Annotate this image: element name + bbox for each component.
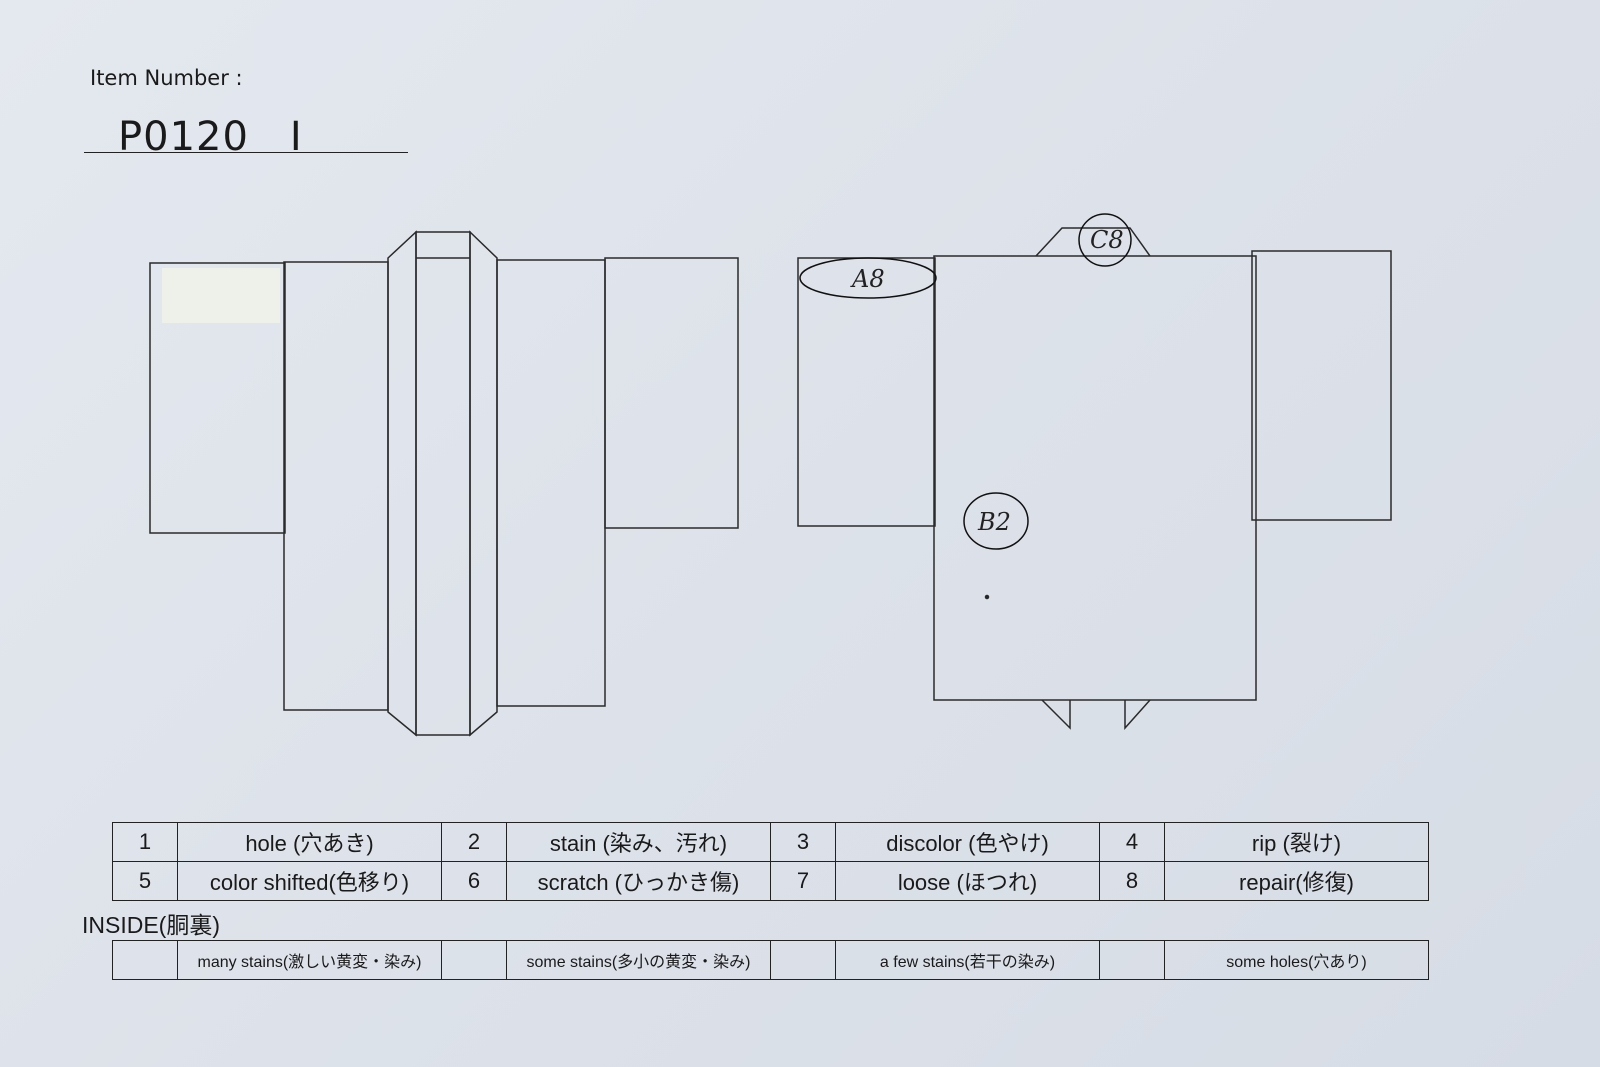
back-hem-right-tab — [1124, 699, 1151, 730]
paper-patch — [162, 268, 280, 323]
item-number-underline — [84, 152, 408, 153]
legend-row: 5 color shifted(色移り) 6 scratch (ひっかき傷) 7… — [112, 861, 1429, 901]
legend-desc: stain (染み、汚れ) — [506, 822, 771, 862]
front-right-sleeve — [604, 257, 739, 529]
front-left-collar — [387, 230, 417, 737]
inside-row: many stains(激しい黄変・染み) some stains(多小の黄変・… — [112, 940, 1429, 980]
legend-code: 7 — [770, 861, 836, 901]
legend-code: 3 — [770, 822, 836, 862]
legend-desc: repair(修復) — [1164, 861, 1429, 901]
legend-code: 4 — [1099, 822, 1165, 862]
front-view — [149, 230, 739, 737]
inside-checkbox[interactable] — [1099, 940, 1165, 980]
annotation-c8: C8 — [1090, 226, 1124, 254]
legend-code: 8 — [1099, 861, 1165, 901]
handwritten-annotations: A8 C8 B2 — [799, 213, 1132, 550]
inside-option: some stains(多小の黄変・染み) — [506, 940, 771, 980]
inside-option: some holes(穴あり) — [1164, 940, 1429, 980]
back-hem-left-tab — [1041, 699, 1071, 730]
back-body — [933, 255, 1257, 701]
back-view — [797, 227, 1392, 730]
front-collar-band — [415, 231, 471, 736]
legend-code: 2 — [441, 822, 507, 862]
legend-code: 5 — [112, 861, 178, 901]
legend-desc: scratch (ひっかき傷) — [506, 861, 771, 901]
inside-condition-table: many stains(激しい黄変・染み) some stains(多小の黄変・… — [112, 940, 1429, 980]
legend-row: 1 hole (穴あき) 2 stain (染み、汚れ) 3 discolor … — [112, 822, 1429, 862]
annotation-b2: B2 — [977, 508, 1011, 536]
annotation-circle-c8 — [1078, 213, 1132, 267]
inside-checkbox[interactable] — [112, 940, 178, 980]
inside-option: a few stains(若干の染み) — [835, 940, 1100, 980]
front-right-panel — [496, 259, 606, 707]
inside-checkbox[interactable] — [441, 940, 507, 980]
back-collar — [1035, 227, 1151, 257]
damage-legend-table: 1 hole (穴あき) 2 stain (染み、汚れ) 3 discolor … — [112, 822, 1429, 901]
front-right-collar — [469, 230, 498, 737]
legend-desc: rip (裂け) — [1164, 822, 1429, 862]
legend-code: 1 — [112, 822, 178, 862]
annotation-circle-b2 — [963, 492, 1029, 550]
legend-desc: discolor (色やけ) — [835, 822, 1100, 862]
legend-desc: color shifted(色移り) — [177, 861, 442, 901]
mark-dot — [984, 594, 990, 600]
inside-option: many stains(激しい黄変・染み) — [177, 940, 442, 980]
inside-section-title: INSIDE(胴裏) — [82, 912, 220, 938]
legend-desc: loose (ほつれ) — [835, 861, 1100, 901]
inside-checkbox[interactable] — [770, 940, 836, 980]
legend-code: 6 — [441, 861, 507, 901]
back-right-sleeve — [1251, 250, 1392, 521]
annotation-a8: A8 — [850, 265, 885, 293]
legend-desc: hole (穴あき) — [177, 822, 442, 862]
front-left-panel — [283, 261, 389, 711]
item-number-label: Item Number : — [90, 66, 243, 90]
front-left-sleeve — [149, 262, 286, 534]
annotation-circle-a8 — [799, 257, 937, 299]
